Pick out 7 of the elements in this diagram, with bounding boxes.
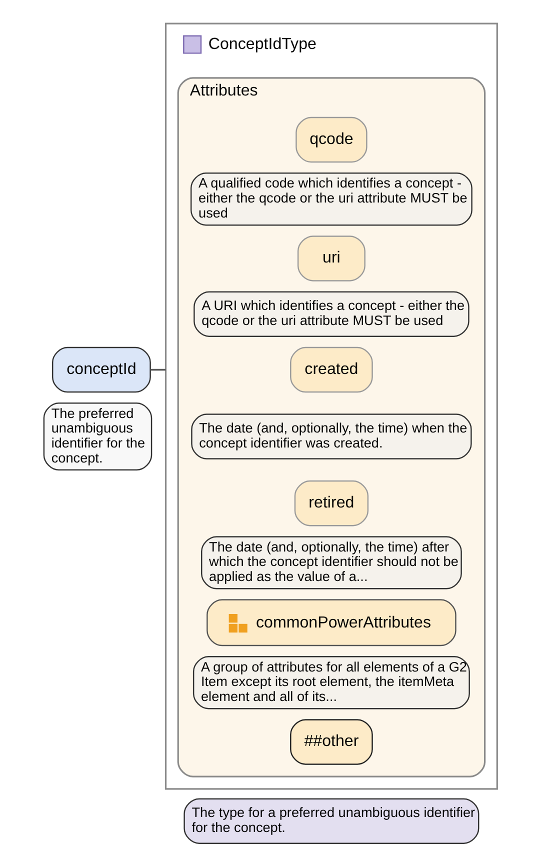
node-label: A qualified code which identifies a concept - either the qcode or the uri attribute MUST be used <box>198 176 467 220</box>
node-label: The date (and, optionally, the time) when the concept identifier was created. <box>198 420 467 450</box>
node-label: The type for a preferred unambiguous identifier for the concept. <box>191 805 475 836</box>
node-label: A group of attributes for all elements of a G2 Item except its root element, the itemMeta element and all of its... <box>200 659 466 704</box>
node-label: The preferred unambiguous identifier for the concept. <box>50 406 145 466</box>
node-label: The date (and, optionally, the time) after which the concept identifier should not be applied as the value of a... <box>208 539 458 584</box>
node-label: A URI which identifies a concept - either the qcode or the uri attribute MUST be used <box>201 298 464 328</box>
